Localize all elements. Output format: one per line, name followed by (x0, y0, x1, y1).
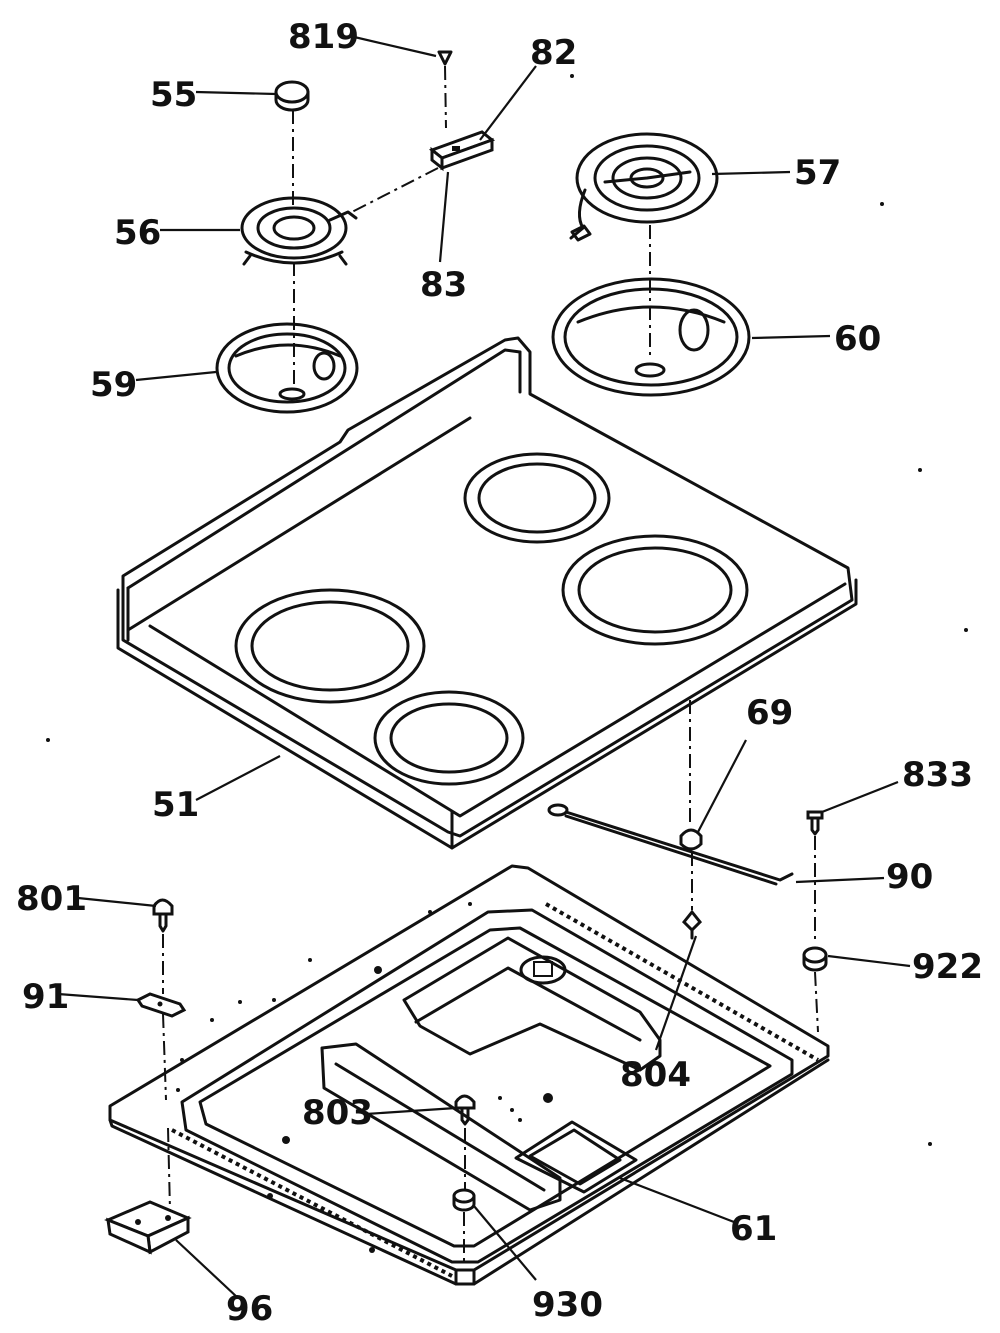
label-930: 930 (532, 1285, 603, 1325)
part-833-screw (806, 810, 824, 836)
part-69-clip (679, 828, 703, 851)
part-96-bracket (104, 1200, 192, 1255)
part-59-drip-pan-small (215, 322, 359, 414)
label-83: 83 (420, 265, 467, 305)
label-59: 59 (90, 365, 137, 405)
label-91: 91 (22, 977, 69, 1017)
label-833: 833 (902, 755, 973, 795)
leader-lines (57, 34, 911, 1299)
part-930-spacer (452, 1188, 476, 1212)
part-55-cap (274, 80, 310, 112)
label-922: 922 (912, 947, 983, 987)
label-819: 819 (288, 17, 359, 57)
label-51: 51 (152, 785, 199, 825)
part-82-terminal-block (428, 130, 496, 172)
part-61-main-top (108, 864, 830, 1286)
label-60: 60 (834, 319, 881, 359)
part-801-screw (152, 898, 174, 933)
part-51-cooktop (116, 336, 858, 850)
part-56-surface-unit-small (240, 196, 358, 266)
label-57: 57 (794, 153, 841, 193)
part-819-screw (437, 50, 453, 66)
label-96: 96 (226, 1289, 273, 1329)
part-60-drip-pan-large (551, 277, 751, 397)
part-57-surface-unit-large (569, 132, 719, 242)
label-90: 90 (886, 857, 933, 897)
part-803-screw (454, 1094, 476, 1126)
label-804: 804 (620, 1055, 691, 1095)
part-90-wire (547, 803, 794, 886)
part-922-nut (802, 946, 828, 972)
label-69: 69 (746, 693, 793, 733)
label-61: 61 (730, 1209, 777, 1249)
scan-specks (46, 74, 968, 1146)
label-56: 56 (114, 213, 161, 253)
label-55: 55 (150, 75, 197, 115)
part-804-screw (681, 909, 703, 940)
label-82: 82 (530, 33, 577, 73)
label-803: 803 (302, 1093, 373, 1133)
label-801: 801 (16, 879, 87, 919)
part-91-bracket (135, 992, 187, 1018)
part-labels: 819 82 55 57 56 83 60 59 69 833 51 90 80… (16, 17, 983, 1329)
